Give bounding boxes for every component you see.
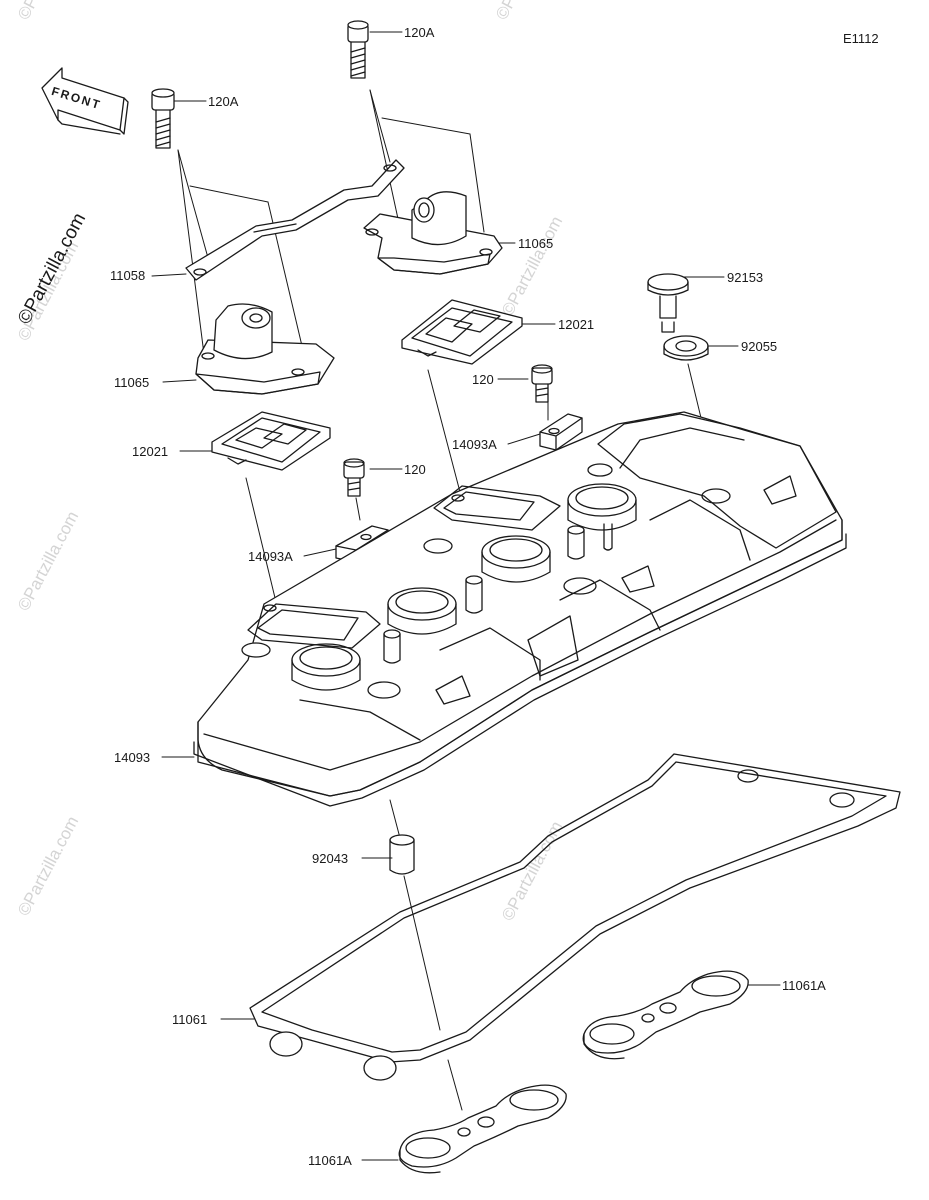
label-11058: 11058 <box>110 268 146 283</box>
gasket-11061 <box>250 754 900 1080</box>
label-92043: 92043 <box>312 851 349 866</box>
diagram-code: E1112 <box>843 31 879 46</box>
pad-14093a-right <box>540 414 582 450</box>
washer-92055 <box>664 336 708 360</box>
bolt-120a-left <box>152 89 174 148</box>
gasket-12021-left <box>212 412 330 470</box>
gasket-11061a-bottom <box>399 1085 566 1173</box>
label-11065-left: 11065 <box>114 375 150 390</box>
label-92055: 92055 <box>741 339 778 354</box>
label-11061a-bottom: 11061A <box>308 1153 352 1168</box>
label-12021-right: 12021 <box>558 317 595 332</box>
breather-cover-11065-right <box>364 192 502 274</box>
label-11065-right: 11065 <box>518 236 554 251</box>
gasket-12021-right <box>402 300 522 364</box>
label-120-left: 120 <box>404 462 426 477</box>
collar-92043 <box>390 835 414 874</box>
bolt-120-right <box>532 365 552 402</box>
bracket-11058 <box>186 160 404 280</box>
front-arrow-icon <box>41 67 129 135</box>
label-120-right: 120 <box>472 372 494 387</box>
label-120a-top: 120A <box>404 25 435 40</box>
bolt-92153 <box>648 274 688 332</box>
label-14093a-right: 14093A <box>452 437 497 452</box>
breather-cover-11065-left <box>196 304 334 394</box>
label-12021-left: 12021 <box>132 444 169 459</box>
label-11061: 11061 <box>172 1012 208 1027</box>
gasket-11061a-right <box>583 971 748 1059</box>
bolt-120-left <box>344 459 364 496</box>
cylinder-head-cover-14093 <box>194 412 846 806</box>
label-11061a-right: 11061A <box>782 978 826 993</box>
label-120a-left: 120A <box>208 94 239 109</box>
label-14093: 14093 <box>114 750 151 765</box>
bolt-120a-top <box>348 21 368 78</box>
leader-lines <box>151 31 781 1161</box>
label-92153: 92153 <box>727 270 764 285</box>
label-14093a-left: 14093A <box>248 549 293 564</box>
